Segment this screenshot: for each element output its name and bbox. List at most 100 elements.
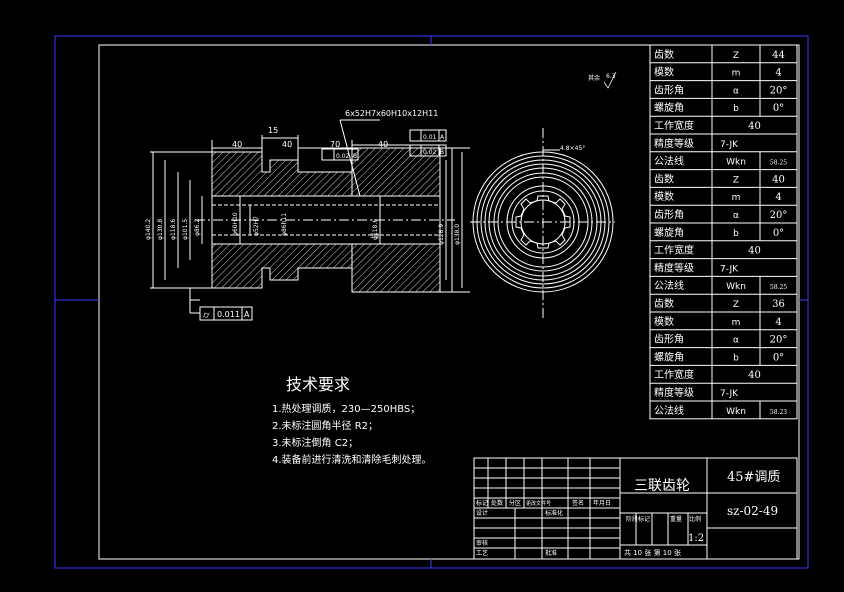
tech-item-3: 3.未标注倒角 C2；: [272, 436, 358, 449]
gear-row-label: 模数: [654, 66, 674, 79]
gear-row-label: 精度等级: [654, 261, 694, 274]
gear-row-value: 0°: [773, 352, 784, 363]
gear-row-symbol: Z: [733, 300, 739, 310]
gear-row-value: 40: [748, 246, 761, 257]
gear-row-label: 公法线: [654, 404, 684, 417]
gear-row-value: 58.23: [770, 409, 787, 416]
material: 45#调质: [727, 470, 780, 485]
gear-row-value: 58.25: [770, 284, 787, 291]
gear-row-label: 齿形角: [654, 209, 684, 221]
flatness-symbol: ⌭: [203, 311, 210, 321]
gear-row-symbol: Wkn: [726, 282, 746, 292]
gear-row-symbol: 7-JK: [720, 140, 739, 150]
gear-row-label: 齿数: [654, 297, 674, 310]
roughness-other-label: 其余: [588, 74, 600, 82]
gear-row-symbol: Wkn: [726, 407, 746, 417]
svg-text:阶段标记: 阶段标记: [626, 515, 650, 523]
tol-ref-2: A: [440, 134, 445, 141]
svg-text:分区: 分区: [509, 499, 521, 507]
gear-parameter-table: 齿数 Z 44 模数 m 4 齿形角 α 20° 螺旋角 b 0° 工作宽度 40 精度等级 7-JK 公法线 W…: [649, 44, 798, 420]
svg-text:φ128.9: φ128.9: [438, 224, 445, 245]
flatness-value: 0.011: [217, 310, 240, 319]
tol-value-2: 0.01: [423, 134, 437, 141]
gear-row-symbol: α: [733, 211, 739, 221]
gear-row-value: 58.25: [770, 160, 787, 167]
svg-text:φ118.6: φ118.6: [170, 219, 177, 240]
gear-row-symbol: α: [733, 336, 739, 346]
gear-row-symbol: Z: [733, 175, 739, 185]
gear-row-symbol: 7-JK: [720, 389, 739, 399]
dim-40-mid: 40: [282, 140, 292, 149]
scale: 1:2: [688, 533, 704, 544]
gear-row-label: 模数: [654, 315, 674, 328]
gear-row-label: 齿形角: [654, 334, 684, 346]
section-hatch-upper: [211, 151, 353, 197]
gear-row-value: 0°: [773, 228, 784, 239]
end-view: [470, 128, 615, 318]
tol-ref-1: B: [353, 153, 357, 160]
centering-marks: [55, 36, 808, 568]
gear-row-label: 螺旋角: [654, 350, 684, 363]
gear-row-label: 精度等级: [654, 386, 694, 399]
svg-text:处数: 处数: [491, 499, 503, 507]
tech-item-2: 2.未标注圆角半径 R2；: [272, 419, 378, 432]
gear-row-symbol: b: [733, 104, 739, 114]
roughness-other-value: 6.3: [606, 73, 616, 80]
gear-row-label: 齿数: [654, 172, 674, 185]
gear-row-label: 齿形角: [654, 84, 684, 96]
gear-row-symbol: 7-JK: [720, 264, 739, 274]
sheet-count: 共 10 张 第 10 张: [624, 548, 681, 557]
gear-row-symbol: m: [732, 193, 741, 203]
svg-text:签名: 签名: [572, 499, 584, 507]
svg-text:工艺: 工艺: [476, 549, 488, 557]
section-view: [150, 119, 470, 301]
gear-row-symbol: m: [732, 318, 741, 328]
gear-row-label: 工作宽度: [654, 368, 694, 381]
svg-text:设计: 设计: [476, 509, 488, 517]
gear-row-label: 模数: [654, 190, 674, 203]
svg-text:审核: 审核: [476, 539, 488, 547]
svg-text:φ130.8: φ130.8: [157, 219, 164, 240]
svg-text:重量: 重量: [670, 515, 682, 523]
tol-value-3: 0.02: [423, 149, 437, 156]
gear-row-symbol: Z: [733, 51, 739, 61]
svg-text:φ52H7: φ52H7: [253, 216, 260, 236]
roughness-mark: 3.2: [370, 233, 380, 240]
gear-row-label: 工作宽度: [654, 244, 694, 257]
gear-row-value: 40: [772, 174, 785, 185]
dim-70: 70: [330, 140, 340, 149]
section-hatch-lower: [211, 243, 353, 289]
gear-row-value: 40: [748, 370, 761, 381]
gear-row-value: 4: [775, 192, 781, 203]
gear-row-value: 20°: [770, 210, 788, 221]
gear-row-value: 4: [775, 68, 781, 79]
section-hatch-lower-right: [351, 243, 441, 293]
gear-row-label: 公法线: [654, 279, 684, 292]
svg-text:φ101.5: φ101.5: [182, 219, 189, 240]
gear-row-symbol: b: [733, 229, 739, 239]
title-block: [473, 457, 798, 560]
gear-row-label: 螺旋角: [654, 101, 684, 114]
gear-row-value: 44: [772, 50, 785, 61]
gear-row-value: 40: [748, 121, 761, 132]
svg-text:φ60H10: φ60H10: [232, 212, 239, 236]
dim-40-right: 40: [378, 140, 388, 149]
tech-title: 技术要求: [286, 375, 350, 394]
svg-text:φ86h11: φ86h11: [281, 213, 288, 236]
gear-row-value: 20°: [770, 85, 788, 96]
tolerance-frames: [189, 129, 447, 321]
tech-item-4: 4.装备前进行清洗和清除毛刺处理。: [272, 453, 432, 466]
svg-text:φ138.0: φ138.0: [454, 224, 461, 245]
gear-row-symbol: b: [733, 353, 739, 363]
gear-row-value: 36: [772, 299, 785, 310]
sheet-inner-frame: [98, 44, 800, 560]
drawing-number: sz-02-49: [727, 504, 778, 518]
gear-row-label: 公法线: [654, 155, 684, 168]
vertical-dim-texts: φ140.2 φ130.8 φ118.6 φ101.5 φ86.2 φ60H10…: [145, 212, 461, 245]
svg-text:批准: 批准: [545, 549, 557, 557]
gear-row-value: 0°: [773, 103, 784, 114]
gear-row-label: 螺旋角: [654, 226, 684, 239]
tol-ref-3: B: [440, 149, 444, 156]
spline-profile: [515, 195, 571, 249]
